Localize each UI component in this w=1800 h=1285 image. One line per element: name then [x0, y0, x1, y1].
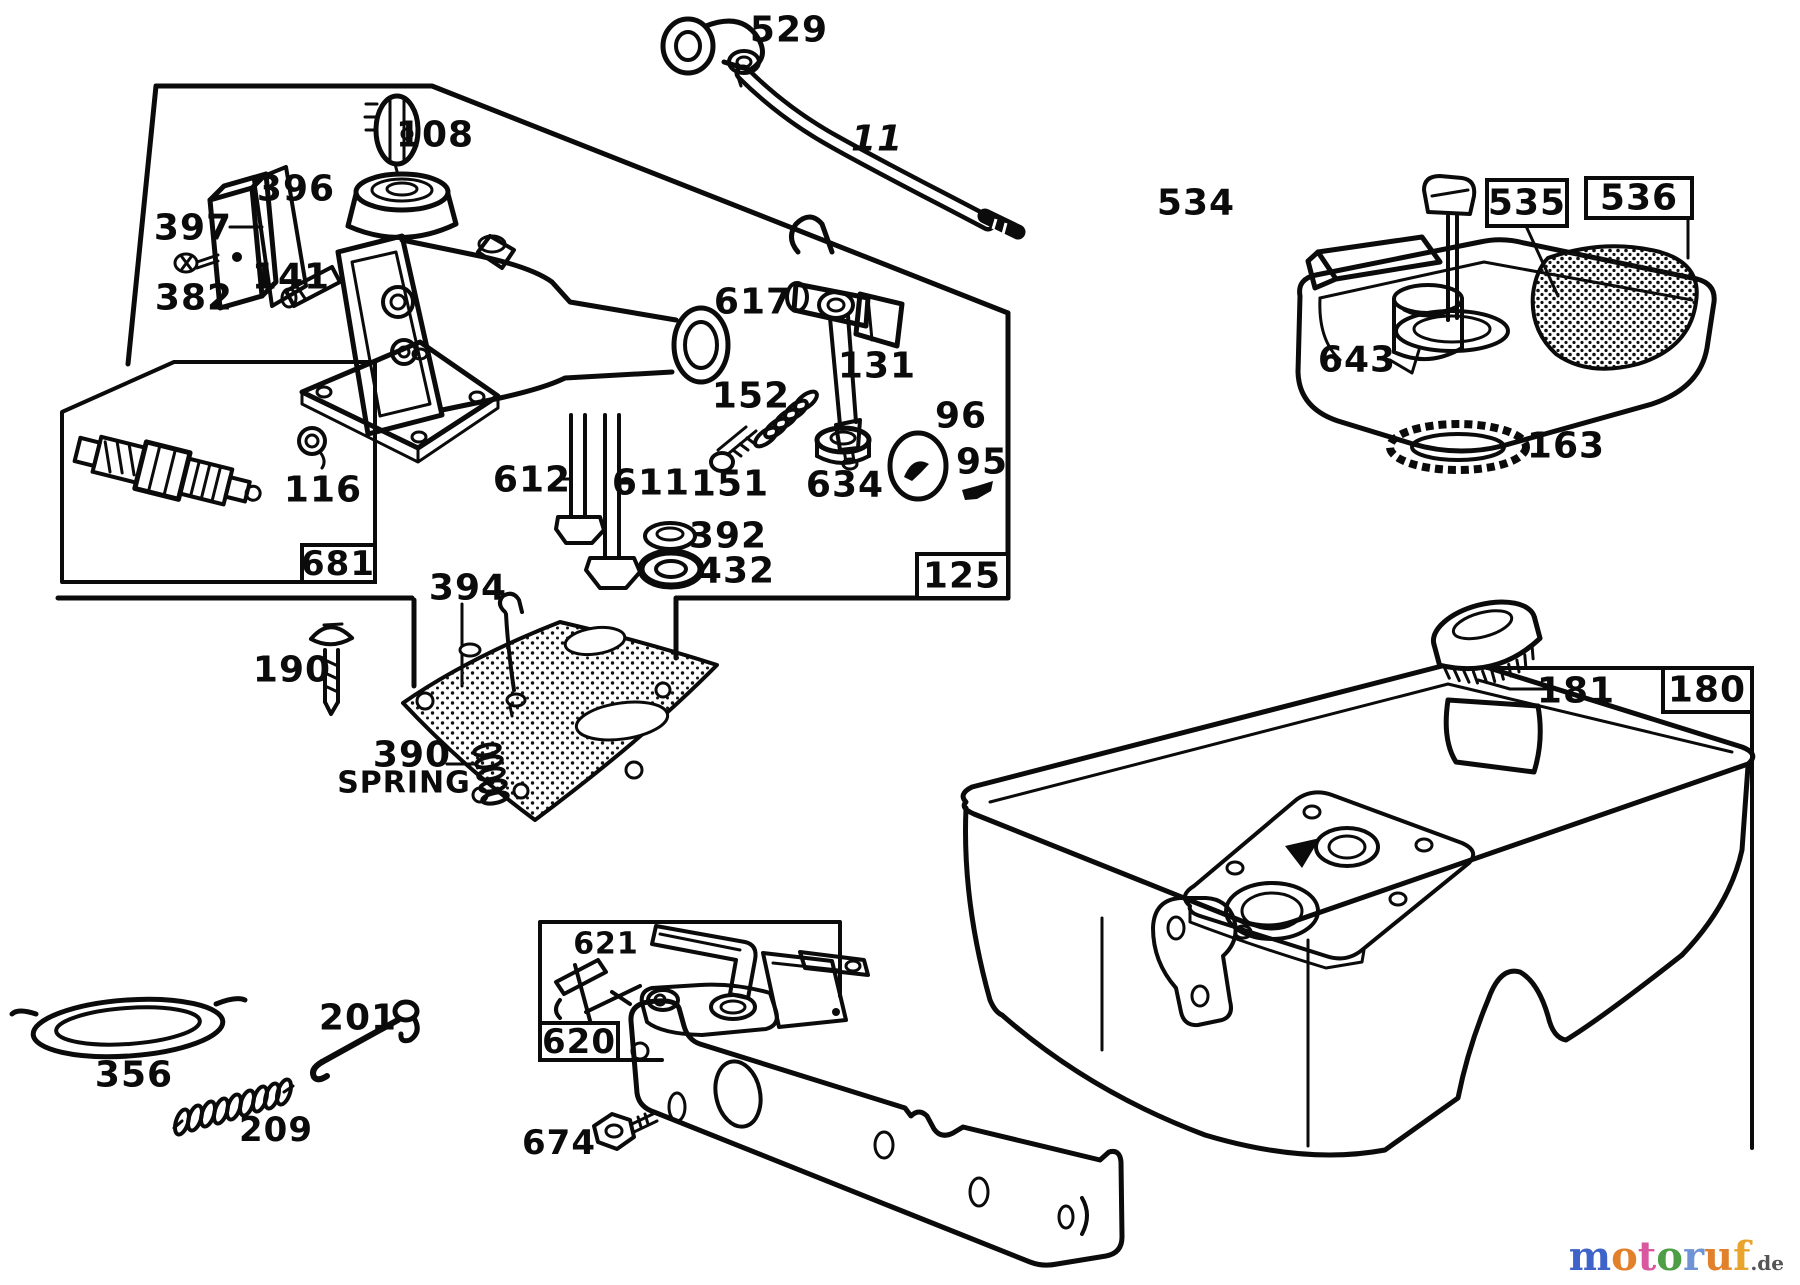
part-label-634: 634 [806, 465, 884, 506]
part-label-382: 382 [155, 278, 233, 319]
part-label-116: 116 [284, 470, 362, 511]
part-label-141: 141 [252, 257, 330, 298]
watermark-brand-text: motoruf [1568, 1233, 1751, 1280]
part-label-131: 131 [838, 346, 916, 387]
group-box-125 [915, 552, 1010, 600]
choke-parts-drawing [173, 165, 342, 311]
diaphragm-drawing [401, 591, 719, 822]
part-label-108: 108 [396, 115, 474, 156]
part-label-674: 674 [522, 1123, 596, 1163]
part-label-180: 180 [1668, 670, 1746, 711]
part-label-681: 681 [301, 544, 375, 584]
idle-hardware-drawing [709, 389, 993, 502]
part-label-209: 209 [239, 1110, 313, 1150]
watermark-suffix: .de [1750, 1251, 1784, 1275]
springs-links-drawing [9, 996, 420, 1137]
part-label-536: 536 [1600, 178, 1678, 219]
part-label-617: 617 [714, 282, 792, 323]
part-label-397: 397 [154, 208, 232, 249]
part-labels: 529 11 108 396 397 382 141 617 131 152 151 96 95 634 6… [95, 10, 1754, 1163]
carburetor-drawing [299, 93, 731, 590]
group-box-681 [300, 543, 377, 584]
part-label-151: 151 [691, 464, 769, 505]
spark-plug-drawing [72, 434, 262, 507]
group-box-620 [538, 1021, 620, 1062]
air-cleaner-drawing [1295, 174, 1717, 474]
o-ring-116-drawing [297, 426, 327, 470]
part-label-529: 529 [750, 10, 828, 51]
part-label-125: 125 [923, 556, 1001, 597]
part-label-356: 356 [95, 1055, 173, 1096]
part-label-96: 96 [935, 396, 987, 437]
part-label-534: 534 [1157, 183, 1235, 224]
part-label-392: 392 [689, 516, 767, 557]
part-label-432: 432 [697, 551, 775, 592]
part-label-95: 95 [956, 442, 1008, 483]
group-box-535 [1485, 178, 1569, 228]
watermark-logo[interactable]: motoruf.de [1569, 1237, 1784, 1277]
part-label-11: 11 [851, 119, 903, 160]
needle-link-131-drawing [785, 214, 905, 471]
part-label-spring-caption: SPRING [337, 766, 471, 801]
part-label-620: 620 [542, 1022, 616, 1062]
part-label-181: 181 [1537, 671, 1615, 712]
part-label-390: 390 [373, 735, 451, 776]
part-label-621: 621 [573, 927, 639, 962]
part-label-201: 201 [319, 998, 397, 1039]
part-label-190: 190 [253, 650, 331, 691]
part-label-643: 643 [1318, 340, 1396, 381]
part-label-394: 394 [429, 568, 507, 609]
group-box-536 [1584, 176, 1694, 220]
fuel-pipe-drawing [660, 16, 1026, 240]
part-label-611: 611 [612, 463, 690, 504]
screw-190-drawing [309, 622, 354, 716]
part-label-152: 152 [712, 376, 790, 417]
control-bracket-drawing [554, 924, 1125, 1268]
leader-lines [228, 224, 1560, 766]
part-label-535: 535 [1488, 183, 1566, 224]
part-label-612: 612 [493, 460, 571, 501]
part-label-396: 396 [257, 169, 335, 210]
fuel-tank-drawing [960, 599, 1756, 1158]
group-box-180 [1661, 666, 1754, 714]
part-label-163: 163 [1527, 426, 1605, 467]
